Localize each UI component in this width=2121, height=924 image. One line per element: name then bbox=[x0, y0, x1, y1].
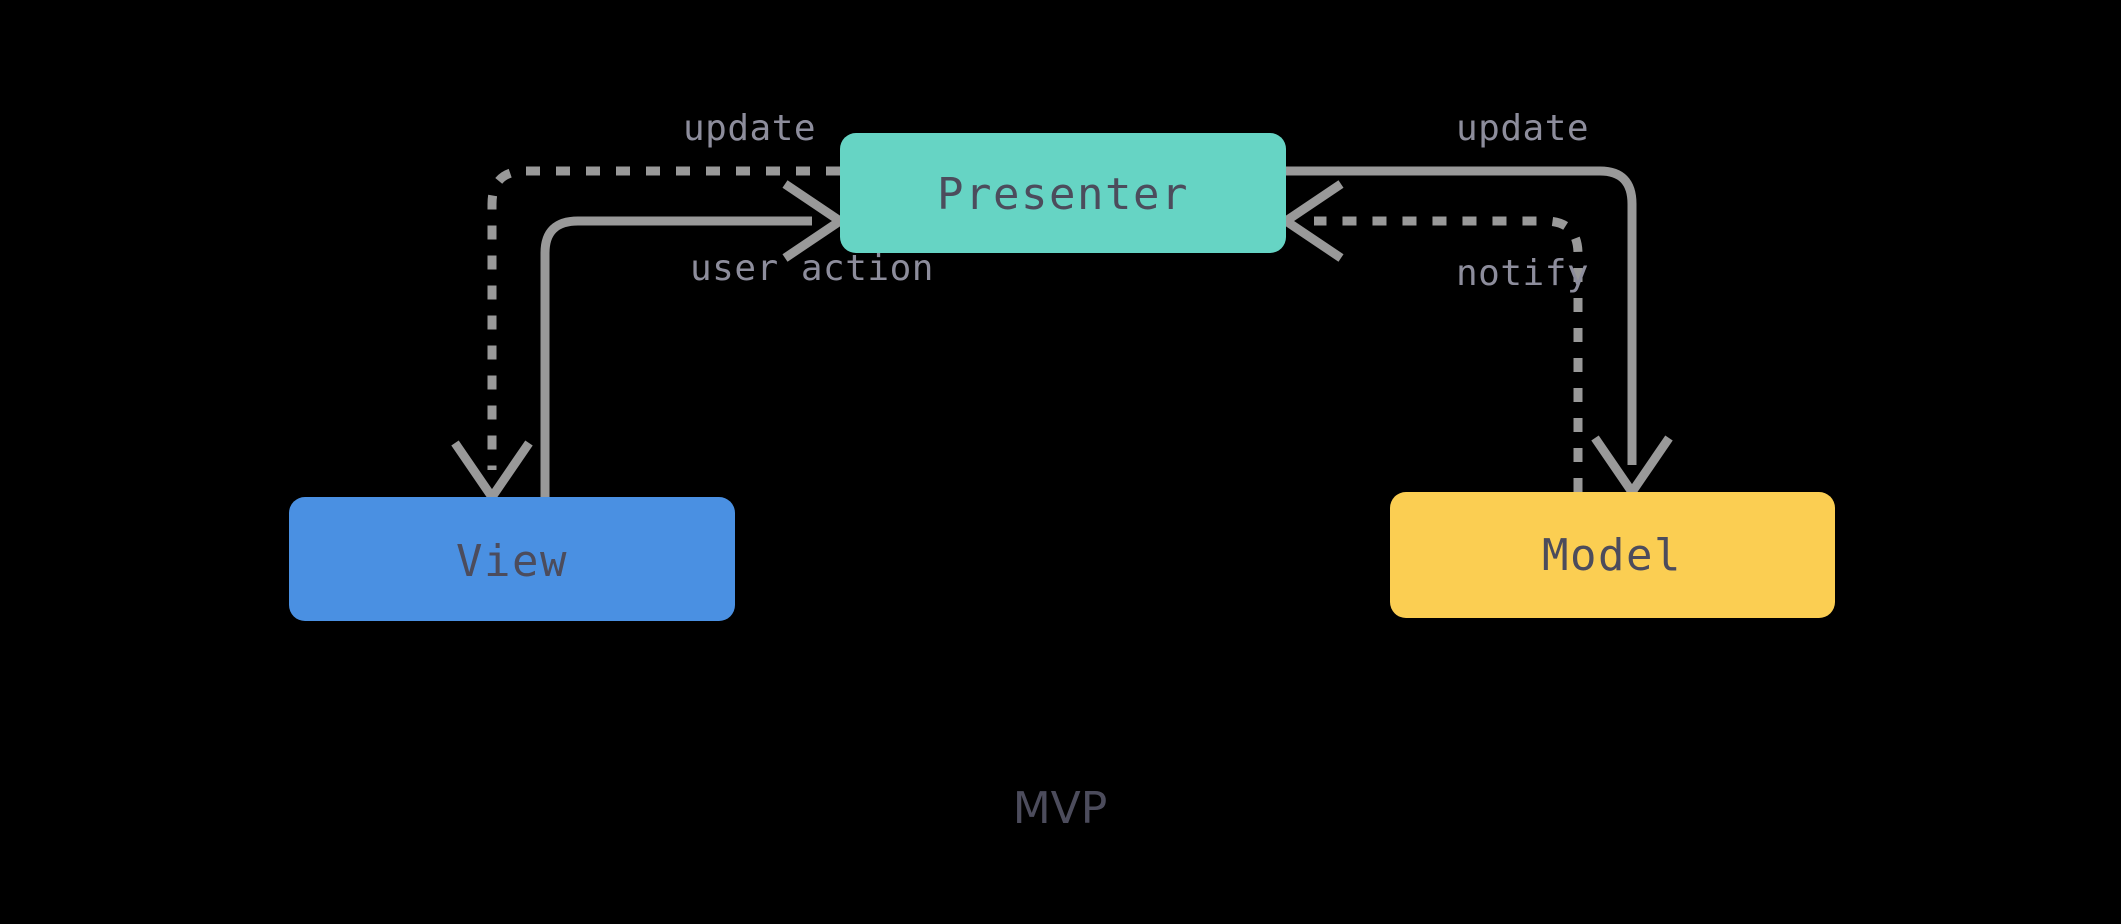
node-presenter[interactable]: Presenter bbox=[840, 133, 1286, 253]
node-view-label: View bbox=[456, 536, 568, 587]
edge-label-notify: notify bbox=[1456, 253, 1589, 294]
node-view-box[interactable] bbox=[289, 497, 735, 621]
node-presenter-box[interactable] bbox=[840, 133, 1286, 253]
node-model[interactable]: Model bbox=[1390, 492, 1835, 618]
edge-label-user-action: user action bbox=[690, 248, 934, 289]
edge-model-to-presenter-arrowhead bbox=[1277, 180, 1344, 262]
edge-model-to-presenter bbox=[1277, 180, 1583, 492]
edge-label-update-left: update bbox=[683, 108, 816, 149]
node-model-label: Model bbox=[1542, 530, 1682, 581]
edge-presenter-to-model-path bbox=[1286, 166, 1637, 465]
edge-presenter-to-view-path bbox=[487, 166, 840, 470]
edge-view-to-presenter-path bbox=[540, 216, 812, 497]
diagram-caption: MVP bbox=[1013, 783, 1108, 834]
edge-view-to-presenter bbox=[540, 180, 849, 497]
node-view[interactable]: View bbox=[289, 497, 735, 621]
node-presenter-label: Presenter bbox=[937, 169, 1189, 220]
edge-label-update-right: update bbox=[1456, 108, 1589, 149]
node-model-box[interactable] bbox=[1390, 492, 1835, 618]
